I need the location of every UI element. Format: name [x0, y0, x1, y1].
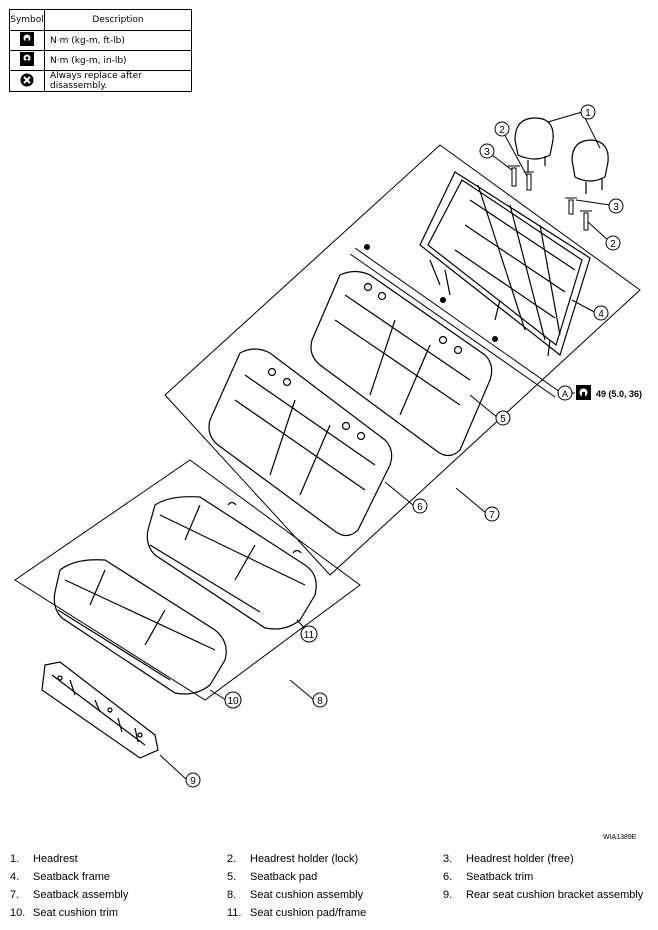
part-item: 6.Seatback trim — [443, 871, 534, 883]
svg-text:6: 6 — [417, 502, 423, 513]
callout-3b — [608, 198, 624, 214]
part-item: 7.Seatback assembly — [10, 889, 129, 901]
part-item: 5.Seatback pad — [227, 871, 318, 883]
part-item: 4.Seatback frame — [10, 871, 111, 883]
seatback-trim — [208, 348, 393, 537]
callout-8 — [312, 692, 328, 708]
callout-6 — [412, 498, 428, 514]
headrest-right — [571, 139, 609, 194]
legend-row-description: N·m (kg-m, ft-lb) — [44, 30, 192, 51]
callout-2a — [494, 121, 510, 137]
callout-1 — [580, 104, 596, 120]
callout-2b — [605, 235, 621, 251]
torque-wrench-small-icon — [20, 52, 34, 66]
symbol-legend: Symbol Description N·m (kg-m, ft-lb) N·m… — [9, 9, 192, 92]
part-item: 3.Headrest holder (free) — [443, 853, 574, 865]
callout-4 — [593, 305, 609, 321]
seat-cushion-trim — [53, 559, 227, 695]
seat-cushion-pad-frame — [146, 496, 317, 630]
svg-text:4: 4 — [598, 309, 604, 320]
svg-text:5: 5 — [500, 414, 506, 425]
callout-9 — [185, 772, 201, 788]
svg-text:A: A — [562, 389, 568, 399]
svg-text:1: 1 — [585, 108, 591, 119]
callout-7 — [484, 506, 500, 522]
pivot-rod — [354, 247, 561, 393]
svg-text:11: 11 — [304, 630, 315, 641]
part-item: 10.Seat cushion trim — [10, 907, 118, 919]
legend-row-description: Always replace after disassembly. — [44, 70, 192, 92]
part-item: 8.Seat cushion assembly — [227, 889, 364, 901]
legend-row-description: N·m (kg-m, in-lb) — [44, 50, 192, 71]
part-item: 11.Seat cushion pad/frame — [227, 907, 367, 919]
callout-11 — [300, 625, 318, 643]
svg-text:2: 2 — [610, 239, 616, 250]
part-item: 9.Rear seat cushion bracket assembly — [443, 889, 644, 901]
torque-wrench-icon — [576, 385, 591, 400]
svg-text:10: 10 — [227, 696, 239, 707]
legend-header-symbol: Symbol — [9, 9, 45, 31]
torque-value: 49 (5.0, 36) — [596, 389, 642, 399]
callout-5 — [495, 410, 511, 426]
svg-text:3: 3 — [613, 202, 619, 213]
seatback-frame — [419, 171, 591, 357]
figure-code: WIA1389E — [603, 834, 637, 841]
exploded-view-diagram: 1 2 3 3 2 4 5 6 7 11 8 10 9 A 49 (5.0, 3… — [14, 104, 642, 788]
svg-text:3: 3 — [484, 147, 490, 158]
seatback-assembly-panel — [164, 144, 641, 576]
torque-wrench-icon — [20, 32, 34, 46]
torque-ref-circle — [557, 385, 573, 401]
headrest-left — [514, 117, 554, 172]
svg-text:7: 7 — [489, 510, 495, 521]
seat-cushion-assembly-panel — [14, 459, 361, 701]
callout-10 — [224, 691, 242, 709]
callout-3a — [479, 143, 495, 159]
svg-text:9: 9 — [190, 776, 196, 787]
parts-list: 1.Headrest 2.Headrest holder (lock) 3.He… — [10, 853, 658, 925]
svg-text:8: 8 — [317, 696, 323, 707]
part-item: 1.Headrest — [10, 853, 78, 865]
replace-part-icon — [20, 73, 34, 86]
rear-seat-cushion-bracket — [41, 661, 159, 759]
legend-header-description: Description — [44, 9, 192, 31]
part-item: 2.Headrest holder (lock) — [227, 853, 359, 865]
svg-text:2: 2 — [499, 125, 505, 136]
seatback-pad — [310, 270, 493, 457]
